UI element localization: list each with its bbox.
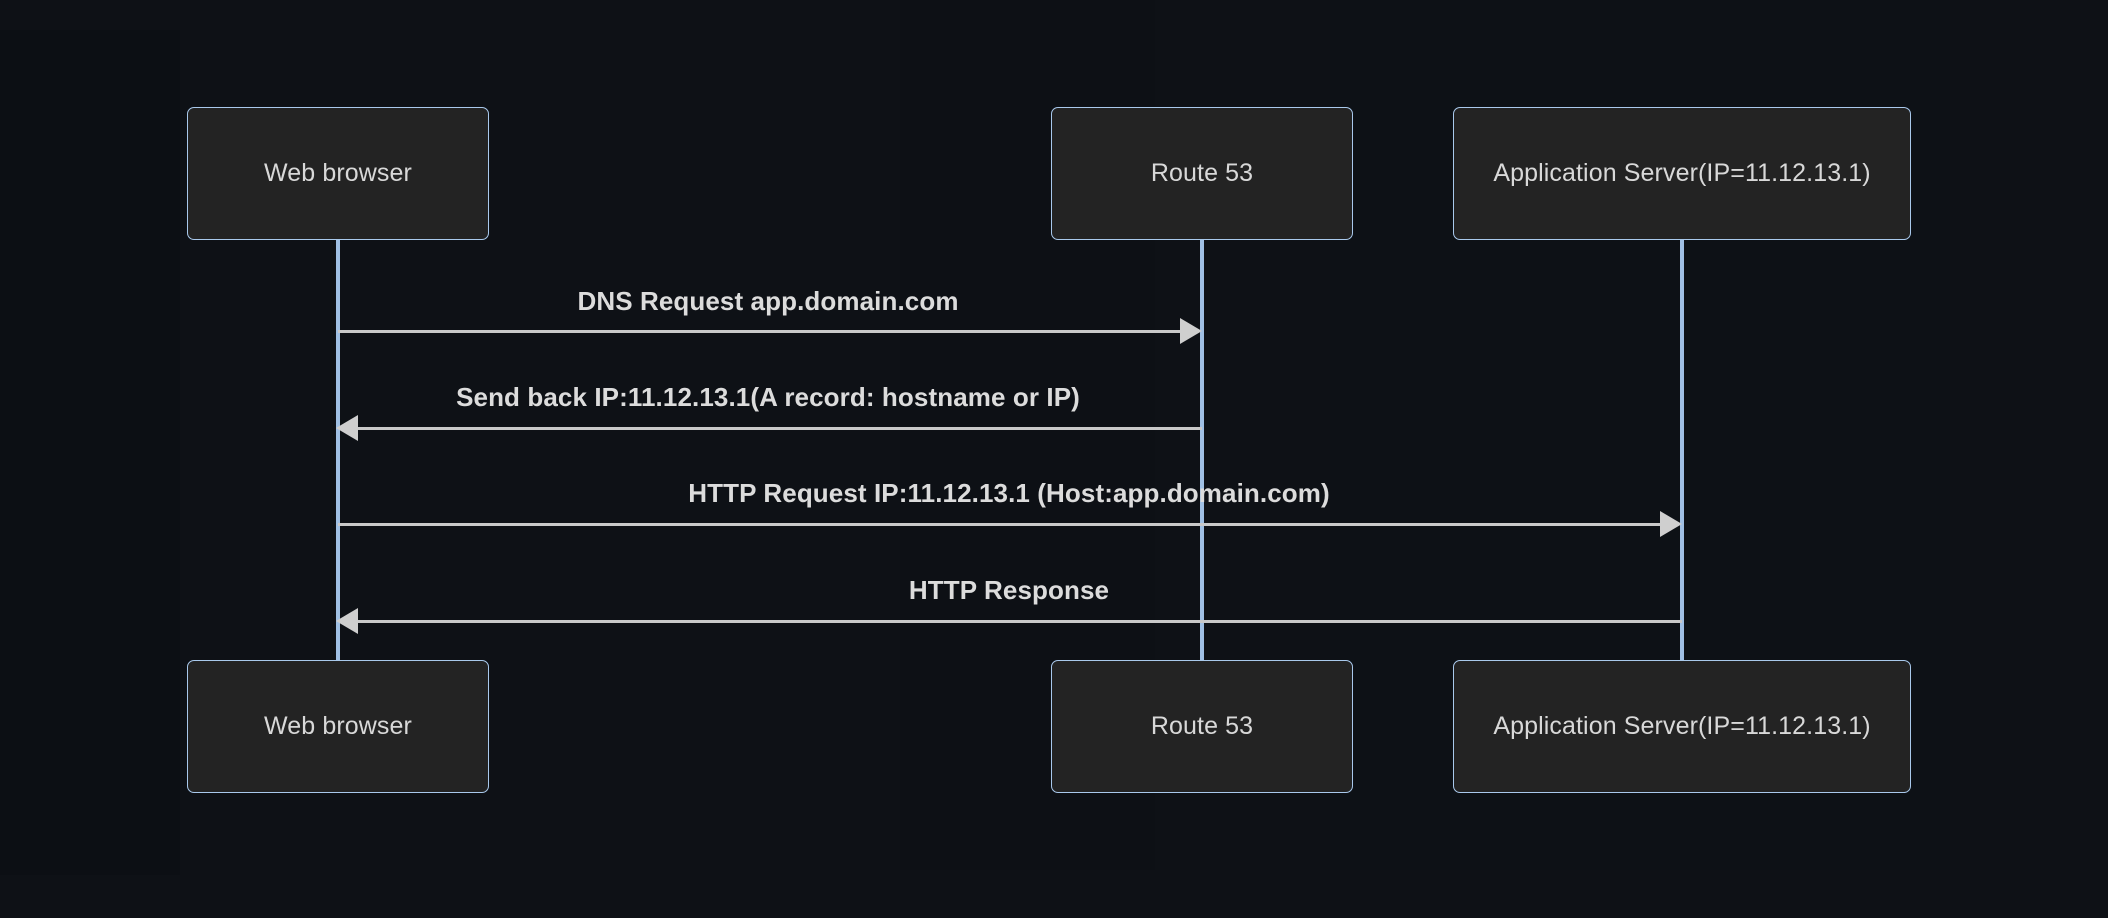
participant-box-route-53-top[interactable]: Route 53 [1051,107,1353,240]
message-label-3: HTTP Request IP:11.12.13.1 (Host:app.dom… [688,478,1330,508]
lifeline-route-53 [1200,236,1204,668]
participant-label-route-53-bottom: Route 53 [1150,712,1254,740]
participant-label-application-server-top: Application Server(IP=11.12.13.1) [1493,159,1871,187]
participant-box-application-server-bottom[interactable]: Application Server(IP=11.12.13.1) [1453,660,1911,793]
participant-box-web-browser-bottom[interactable]: Web browser [187,660,489,793]
participant-label-web-browser-top: Web browser [264,159,412,187]
message-line-3 [338,523,1660,526]
participant-box-route-53-bottom[interactable]: Route 53 [1051,660,1353,793]
message-arrowhead-2 [336,415,358,441]
message-arrowhead-4 [336,608,358,634]
message-arrowhead-3 [1660,511,1682,537]
participant-label-web-browser-bottom: Web browser [264,712,412,740]
message-line-2 [358,427,1202,430]
participant-box-application-server-top[interactable]: Application Server(IP=11.12.13.1) [1453,107,1911,240]
participant-label-application-server-bottom: Application Server(IP=11.12.13.1) [1493,712,1871,740]
message-arrowhead-1 [1180,318,1202,344]
message-label-2: Send back IP:11.12.13.1(A record: hostna… [456,382,1080,412]
participant-label-route-53-top: Route 53 [1150,159,1254,187]
lifeline-web-browser [336,236,340,668]
message-line-4 [358,620,1682,623]
lifeline-application-server [1680,236,1684,668]
message-label-4: HTTP Response [908,575,1110,605]
message-label-1: DNS Request app.domain.com [577,286,959,316]
message-line-1 [338,330,1180,333]
participant-box-web-browser-top[interactable]: Web browser [187,107,489,240]
background-panel-left [0,30,180,875]
